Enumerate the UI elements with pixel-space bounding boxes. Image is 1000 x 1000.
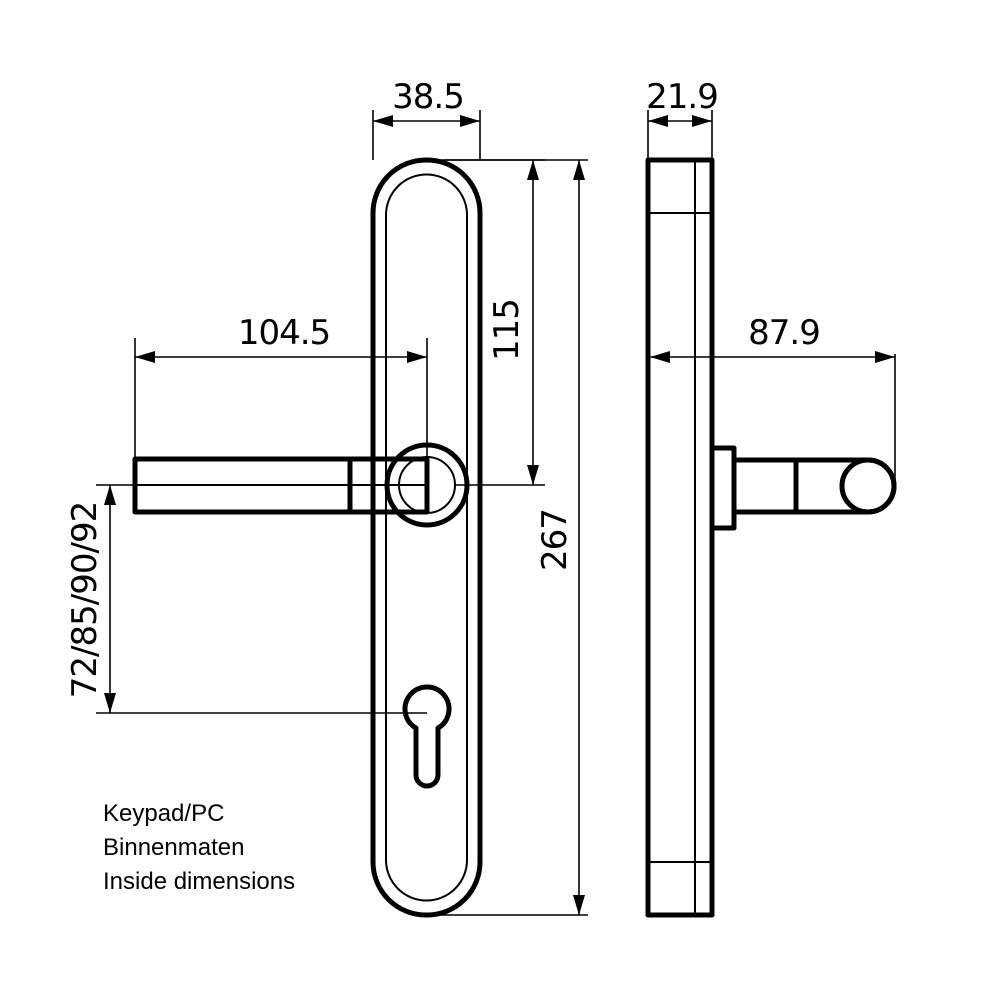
dim-center-distance: 72/85/90/92: [65, 502, 105, 698]
side-backplate: [645, 157, 715, 918]
dim-lever-projection: 87.9: [748, 313, 820, 353]
dimension-arrows: [104, 115, 895, 915]
note-keypad: Keypad/PC: [103, 800, 225, 827]
dim-side-depth: 21.9: [646, 77, 718, 117]
dim-handle-length: 104.5: [238, 313, 330, 353]
dim-spindle-height: 115: [487, 299, 527, 361]
front-keyhole: [402, 684, 452, 789]
drawing-notes: Keypad/PC Binnenmaten Inside dimensions: [103, 797, 295, 899]
note-binnenmaten: Binnenmaten: [103, 834, 245, 861]
front-lever-handle: [132, 442, 470, 528]
dim-plate-height: 267: [535, 509, 575, 571]
note-inside-dimensions: Inside dimensions: [103, 868, 296, 895]
front-backplate: [370, 157, 483, 918]
dimension-lines: [96, 110, 896, 916]
dim-plate-width: 38.5: [392, 77, 464, 117]
side-lever-handle: [709, 445, 897, 531]
